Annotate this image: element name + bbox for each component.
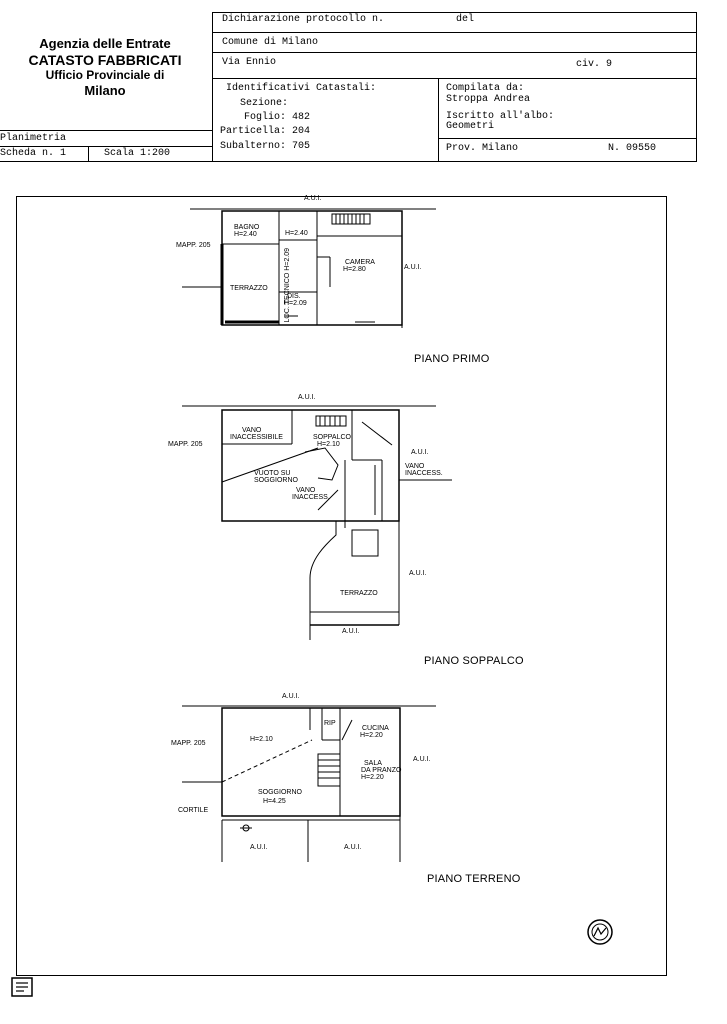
- room-label: VANO: [405, 463, 425, 470]
- room-label: LOC.: [284, 306, 291, 323]
- room-height: H=2.09: [284, 248, 291, 271]
- header-divider: [438, 138, 697, 139]
- provincia: Prov. Milano: [446, 143, 519, 154]
- sezione: Sezione:: [240, 98, 289, 109]
- protocol-del: del: [456, 14, 475, 25]
- room-height: H=2.40: [285, 230, 308, 237]
- numero-iscrizione: N. 09550: [608, 143, 657, 154]
- comune: Comune di Milano: [222, 37, 319, 48]
- room-height: H=2.20: [361, 774, 384, 781]
- scala: Scala 1:200: [104, 148, 171, 159]
- drawing-frame: [16, 196, 667, 976]
- agency-block: Agenzia delle Entrate CATASTO FABBRICATI…: [0, 36, 210, 98]
- room-label: INACCESSIBILE: [230, 434, 283, 441]
- plan-divider: [0, 161, 212, 162]
- room-height: H=2.09: [284, 300, 307, 307]
- scheda: Scheda n. 1: [0, 148, 67, 159]
- room-height: H=2.20: [360, 732, 383, 739]
- room-label: INACCESS.: [405, 470, 443, 477]
- aui-label: A.U.I.: [282, 693, 300, 700]
- plan-divider: [0, 130, 212, 131]
- stamp-icon: [587, 919, 613, 945]
- floor-title: PIANO PRIMO: [414, 353, 490, 365]
- particella: Particella: 204: [220, 126, 311, 137]
- identificativi-label: Identificativi Catastali:: [226, 83, 377, 94]
- room-label: SOPPALCO: [313, 434, 351, 441]
- iscritto-label: Iscritto all'albo:: [446, 111, 555, 122]
- aui-label: A.U.I.: [404, 264, 422, 271]
- room-label: CAMERA: [345, 259, 375, 266]
- room-height: H=2.10: [250, 736, 273, 743]
- aui-label: A.U.I.: [413, 756, 431, 763]
- room-label: RIP: [324, 720, 336, 727]
- room-height: H=4.25: [263, 798, 286, 805]
- room-label: INACCESS.: [292, 494, 330, 501]
- room-label: VANO: [296, 487, 316, 494]
- room-height: H=2.40: [234, 231, 257, 238]
- civico: civ. 9: [576, 59, 613, 70]
- room-label: CUCINA: [362, 725, 389, 732]
- floor-title: PIANO TERRENO: [427, 873, 521, 885]
- header-table: [212, 12, 697, 162]
- room-label: TERRAZZO: [230, 285, 268, 292]
- cortile-label: CORTILE: [178, 807, 209, 814]
- via: Via Ennio: [222, 57, 277, 68]
- room-height: H=2.10: [317, 441, 340, 448]
- room-label: TERRAZZO: [340, 590, 378, 597]
- aui-label: A.U.I.: [409, 570, 427, 577]
- aui-label: A.U.I.: [304, 195, 322, 202]
- room-label: LOC. TECNICO H=2.09: [284, 248, 292, 323]
- ufficio-line: Ufficio Provinciale di: [45, 68, 165, 83]
- room-label: SALA: [364, 760, 382, 767]
- room-label: SOGGIORNO: [258, 789, 302, 796]
- compilata-label: Compilata da:: [446, 83, 525, 94]
- ufficio-city: Milano: [84, 82, 126, 98]
- room-height: H=2.80: [343, 266, 366, 273]
- room-label: VUOTO SU: [254, 470, 291, 477]
- foglio: Foglio: 482: [244, 112, 311, 123]
- subalterno: Subalterno: 705: [220, 141, 311, 152]
- aui-label: A.U.I.: [411, 449, 429, 456]
- aui-label: A.U.I.: [344, 844, 362, 851]
- header-divider: [212, 32, 697, 33]
- room-label: DA PRANZO: [361, 767, 402, 774]
- room-label: BAGNO: [234, 224, 260, 231]
- mapp-label: MAPP. 205: [168, 441, 203, 448]
- iscritto-value: Geometri: [446, 121, 495, 132]
- room-label: SOGGIORNO: [254, 477, 298, 484]
- aui-label: A.U.I.: [342, 628, 360, 635]
- catasto-title: CATASTO FABBRICATI: [28, 51, 182, 68]
- header-divider: [212, 52, 697, 53]
- aui-label: A.U.I.: [250, 844, 268, 851]
- mapp-label: MAPP. 205: [171, 740, 206, 747]
- plan-divider: [0, 146, 212, 147]
- document-icon[interactable]: [10, 976, 36, 1000]
- compilata-name: Stroppa Andrea: [446, 94, 531, 105]
- protocol-label: Dichiarazione protocollo n.: [222, 14, 385, 25]
- room-label: VANO: [242, 427, 262, 434]
- header-divider: [212, 78, 697, 79]
- room-label: DIS.: [287, 293, 301, 300]
- mapp-label: MAPP. 205: [176, 242, 211, 249]
- header-divider: [438, 78, 439, 162]
- aui-label: A.U.I.: [298, 394, 316, 401]
- agency-name: Agenzia delle Entrate: [39, 36, 171, 51]
- planimetria-label: Planimetria: [0, 133, 67, 144]
- floor-title: PIANO SOPPALCO: [424, 655, 524, 667]
- plan-divider: [88, 146, 89, 161]
